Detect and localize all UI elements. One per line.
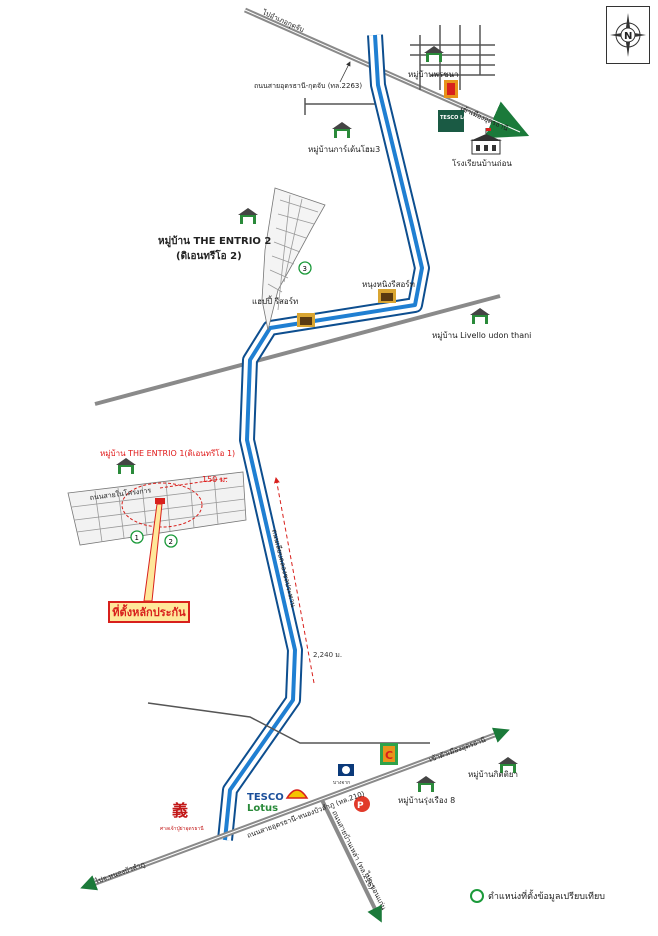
road-label-udon-kut-chap: ถนนสายอุดรธานี-กุดจับ (ทล.2263): [254, 82, 362, 90]
house-icon: [470, 308, 490, 324]
place-label-school: โรงเรียนบ้านถ่อน: [452, 158, 512, 168]
place-label-ban-karn: หมู่บ้านการ์เด้นโฮม3: [308, 144, 380, 155]
road-south-branch: [320, 799, 380, 916]
road-label-to-nong-bua: ไปจ.หนองบัวลำภู: [93, 859, 147, 886]
tesco-south-line1: TESCO: [247, 792, 284, 803]
house-icon: [498, 757, 518, 773]
bangchak-logo-icon: [338, 764, 354, 776]
pt-gas-logo-icon: P: [354, 796, 370, 812]
store-logo-icon: [444, 80, 458, 98]
tesco-south-line2: Lotus: [247, 803, 278, 814]
road-middle-crossing: [94, 294, 501, 406]
road-karn-home: [304, 98, 385, 115]
resort-icon: [378, 289, 396, 303]
house-icon: [238, 208, 258, 224]
svg-text:P: P: [357, 801, 364, 811]
shell-logo-icon: [285, 789, 309, 799]
place-label-ban-rungrueang: หมู่บ้านรุ่งเรือง 8: [398, 796, 455, 806]
marker-3-label: 3: [303, 265, 307, 273]
resort-icon: [297, 313, 315, 327]
marker-3-circle: [298, 261, 312, 275]
house-icon: [416, 776, 436, 792]
north-compass: N: [606, 6, 650, 64]
distance-150-line: [159, 477, 229, 489]
marker-2-label: 2: [169, 538, 173, 546]
road-udon-nong-bua: [89, 730, 501, 888]
house-icon: [332, 122, 352, 138]
irrigation-canal: [217, 34, 430, 841]
legend-circle-icon: [470, 889, 484, 903]
place-label-entrio2: หมู่บ้าน THE ENTRIO 2: [158, 235, 271, 248]
place-label-nong-resort: หนุงหนิงรีสอร์ท: [362, 279, 415, 289]
distance-2240-label: 2,240 ม.: [313, 651, 342, 659]
compass-label: N: [624, 31, 632, 42]
place-label-ban-kittiya: หมู่บ้านกิตติยา: [468, 770, 518, 780]
place-label-entrio2-th: (ดิเอนทรีโอ 2): [176, 249, 242, 262]
collateral-marker: [155, 498, 165, 504]
marker-1-label: 1: [135, 534, 139, 542]
village-grid-north: [410, 25, 495, 90]
house-icon: [424, 46, 444, 62]
svg-text:義: 義: [172, 801, 188, 820]
marker-1-circle: [130, 530, 144, 544]
collateral-radius-circle: [121, 482, 203, 528]
collateral-callout: ที่ตั้งหลักประกัน: [108, 601, 190, 623]
place-label-ban-chomthong: หมู่บ้านพรชนา: [408, 70, 459, 80]
bangchak-label: บางจาก: [333, 780, 350, 786]
comparison-markers: [130, 261, 312, 548]
house-icon: [116, 458, 136, 474]
tesco-lotus-logo-south: [244, 788, 280, 812]
svg-text:C: C: [385, 749, 393, 762]
road-lower-side: [147, 702, 430, 744]
shrine-label: ศาลเจ้าปู่ย่าอุดรธานี: [160, 825, 204, 832]
place-label-entrio1: หมู่บ้าน THE ENTRIO 1(ดิเอนทรีโอ 1): [100, 448, 235, 459]
marker-2-circle: [164, 534, 178, 548]
school-icon: [470, 128, 502, 155]
map-legend: ตำแหน่งที่ตั้งข้อมูลเปรียบเทียบ: [470, 886, 605, 906]
place-label-livello: หมู่บ้าน Livello udon thani: [432, 331, 531, 341]
store-logo-icon: C: [380, 743, 398, 765]
tesco-north-label: TESCO Lotus: [440, 115, 476, 121]
entrio2-village-plan: [261, 187, 326, 331]
distance-150-label: 150 ม.: [202, 475, 228, 484]
shrine-logo-icon: 義: [172, 801, 188, 820]
tesco-lotus-logo-north: [438, 110, 464, 132]
leader-kut-chap: [339, 61, 351, 83]
legend-label: ตำแหน่งที่ตั้งข้อมูลเปรียบเทียบ: [488, 892, 605, 902]
place-label-happy-resort: แฮปปี้ รีสอร์ท: [252, 295, 298, 306]
road-label-to-udon-south: เข้าตัวเมืองอุดรธานี: [428, 736, 487, 764]
